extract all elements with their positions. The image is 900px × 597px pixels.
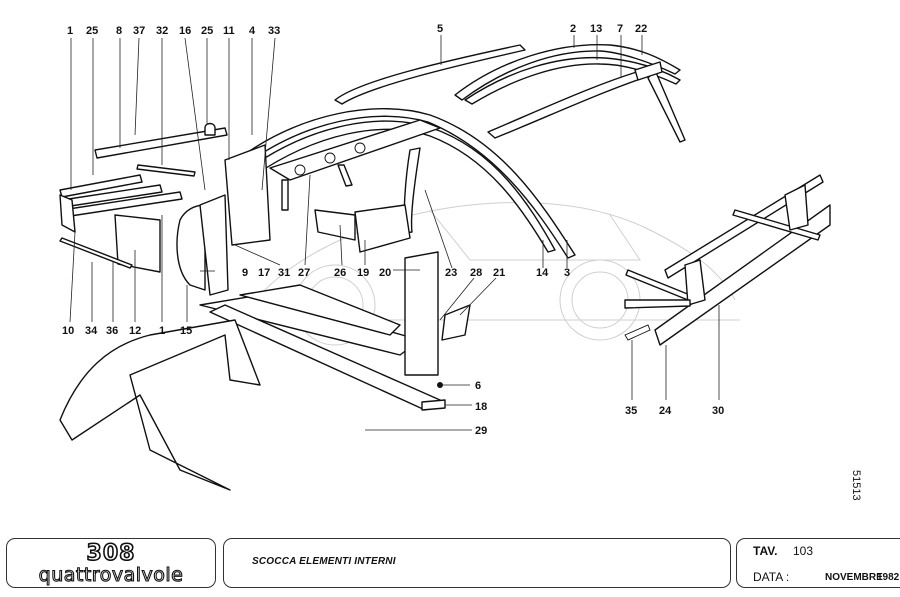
callout: 30 (712, 405, 724, 417)
callout: 18 (475, 401, 487, 413)
callout: 2 (570, 23, 576, 35)
info-box: TAV. 103 DATA : NOVEMBRE 1982 (736, 538, 900, 588)
clip-35 (624, 324, 651, 341)
callout: 35 (625, 405, 637, 417)
strip-36 (59, 237, 133, 269)
roof-rails-2-13 (454, 43, 681, 105)
callout: 20 (379, 267, 391, 279)
callout: 10 (62, 325, 74, 337)
exploded-parts-diagram: 1 25 8 37 32 16 25 11 4 33 5 2 13 7 22 9… (59, 23, 831, 491)
nut-6 (437, 382, 443, 388)
callouts-top: 1 25 8 37 32 16 25 11 4 33 5 2 13 7 22 (67, 23, 647, 37)
rear-rails-8-37-25 (94, 122, 228, 159)
pillar-15-16 (176, 194, 229, 296)
callouts-right: 6 18 29 (475, 380, 487, 437)
callout: 4 (249, 25, 256, 37)
table-number: 103 (793, 544, 814, 558)
callout: 1 (159, 325, 165, 337)
callout: 28 (470, 267, 482, 279)
callout: 29 (475, 425, 487, 437)
callout: 33 (268, 25, 280, 37)
date-month: NOVEMBRE (825, 572, 883, 583)
date-label: DATA : (753, 570, 790, 584)
callout: 17 (258, 267, 270, 279)
callout: 14 (536, 267, 549, 279)
callout: 23 (445, 267, 457, 279)
callout: 3 (564, 267, 570, 279)
crossmember-27 (269, 119, 441, 211)
rear-frame-24-30 (624, 174, 831, 346)
callout: 37 (133, 25, 145, 37)
callouts-middle: 9 17 31 27 26 19 20 23 28 21 14 3 (242, 267, 570, 279)
callout: 26 (334, 267, 346, 279)
callouts-bottom-left: 10 34 36 12 1 15 (62, 325, 192, 337)
callout: 31 (278, 267, 290, 279)
plate-21 (441, 304, 471, 341)
table-label: TAV. (753, 544, 778, 558)
callout: 5 (437, 23, 443, 35)
page-title: SCOCCA ELEMENTI INTERNI (252, 556, 396, 567)
bar-32 (136, 164, 196, 177)
callout: 21 (493, 267, 505, 279)
callout: 6 (475, 380, 481, 392)
callout: 19 (357, 267, 369, 279)
a-pillar-23 (403, 147, 421, 234)
callout: 36 (106, 325, 118, 337)
callout: 16 (179, 25, 191, 37)
date-year: 1982 (877, 572, 900, 583)
callout: 1 (67, 25, 73, 37)
panel-11-4 (224, 144, 271, 246)
door-frame (59, 319, 261, 491)
callouts-bottom-right: 35 24 30 (625, 405, 724, 417)
callout: 12 (129, 325, 141, 337)
callout: 25 (201, 25, 213, 37)
callout: 32 (156, 25, 168, 37)
roof-rail-5 (334, 44, 526, 105)
callout: 13 (590, 23, 602, 35)
callout: 27 (298, 267, 310, 279)
callout: 22 (635, 23, 647, 35)
brand-logo-box: 308 quattrovalvole (6, 538, 216, 588)
windshield-frame-7 (487, 61, 686, 143)
brackets-26-19 (314, 204, 411, 253)
bracket-18 (421, 399, 446, 411)
callout: 7 (617, 23, 623, 35)
callout: 15 (180, 325, 192, 337)
title-box: SCOCCA ELEMENTI INTERNI (223, 538, 731, 588)
callout: 8 (116, 25, 122, 37)
callout: 25 (86, 25, 98, 37)
drawing-code: 51513 (850, 470, 862, 501)
brand-name: quattrovalvole (38, 563, 184, 586)
callout: 9 (242, 267, 248, 279)
callout: 24 (659, 405, 672, 417)
frame-10-1 (59, 174, 183, 273)
callout: 34 (85, 325, 98, 337)
callout: 11 (223, 25, 235, 37)
leader-lines (69, 35, 720, 431)
main-roof-arch-14-3 (229, 108, 576, 259)
pillar-20 (404, 251, 439, 376)
brand-model: 308 (86, 540, 136, 567)
